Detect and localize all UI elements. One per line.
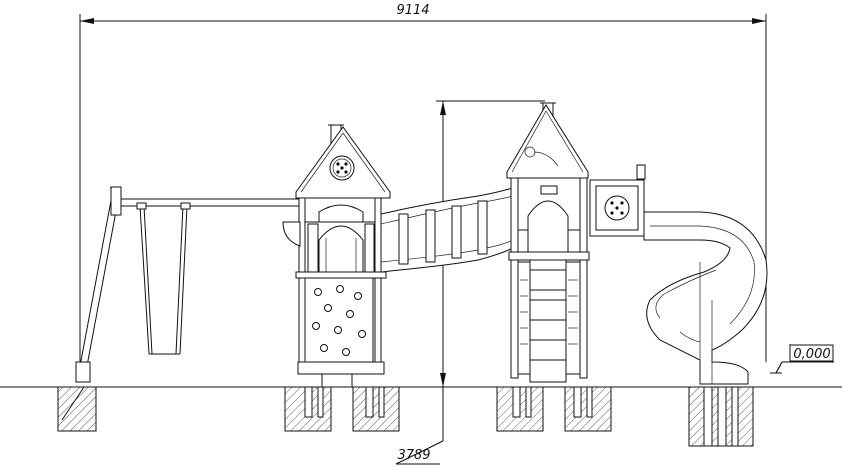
tower-left [282, 124, 391, 388]
net-marks [520, 279, 578, 345]
ladder-rungs [530, 269, 566, 361]
climbing-holds [312, 285, 366, 356]
spiral-slide [643, 211, 768, 385]
level-mark-label: 0,000 [793, 347, 830, 362]
side-panel [589, 164, 646, 237]
width-dimension-label: 9114 [396, 3, 429, 18]
foundations [57, 386, 754, 447]
bridge-rings [398, 200, 488, 265]
height-dimension-label: 3789 [397, 448, 430, 463]
tower-right [506, 102, 590, 383]
level-mark [770, 344, 834, 374]
swing-set [75, 186, 305, 383]
width-dimension [79, 14, 767, 380]
bridge-tunnel [380, 187, 514, 273]
